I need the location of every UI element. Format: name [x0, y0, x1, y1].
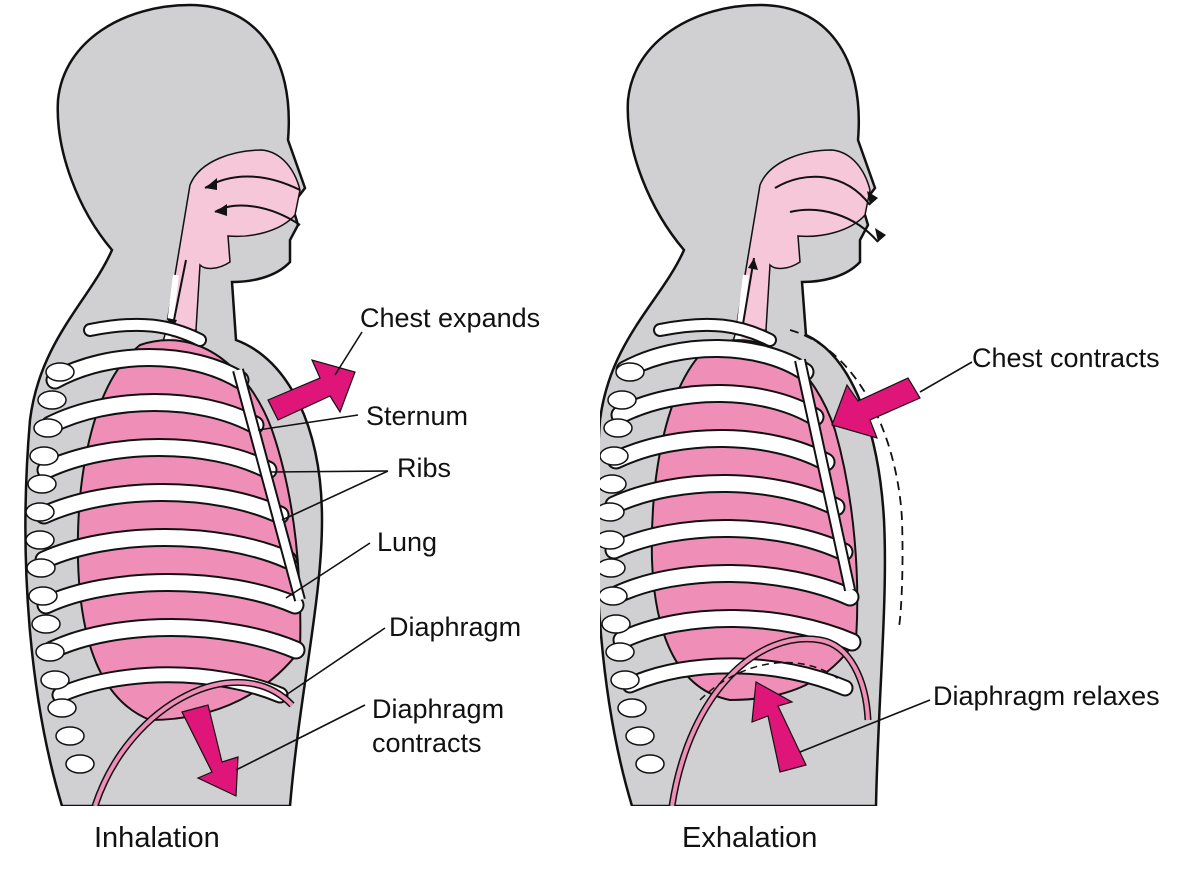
chest-expands-arrow — [267, 359, 356, 421]
rib — [608, 566, 858, 605]
label-chest-contracts: Chest contracts — [972, 343, 1160, 373]
nasal-cavity — [734, 149, 871, 336]
airflow-arrowhead-up — [748, 258, 758, 270]
leader-ribs-lower — [281, 470, 389, 521]
clavicle-fill — [655, 319, 775, 345]
rib — [606, 476, 844, 515]
airflow-arrow-upper — [774, 175, 871, 206]
rib — [36, 485, 288, 523]
rib — [617, 341, 813, 380]
rib — [614, 611, 860, 650]
leader-lung — [285, 542, 371, 599]
nasal-cavity — [164, 149, 301, 336]
ribs — [34, 348, 306, 704]
leader-diaphragm-relaxes — [799, 699, 931, 753]
spine — [25, 362, 95, 774]
caption-exhalation: Exhalation — [682, 822, 817, 854]
label-diaphragm-contracts-line1: Diaphragm — [372, 694, 504, 724]
airflow-arrowhead-upper — [867, 191, 878, 205]
diaphragm-fill — [670, 636, 870, 806]
airflow-arrow-lower — [789, 208, 879, 243]
diaphragm-relaxes-arrow — [751, 681, 807, 773]
spine — [600, 362, 665, 774]
diaphragm-previous-position — [699, 661, 841, 701]
sternum-fill — [796, 359, 854, 591]
label-ribs: Ribs — [397, 453, 451, 483]
leader-chest — [919, 361, 973, 393]
rib — [36, 530, 296, 568]
label-diaphragm: Diaphragm — [389, 612, 521, 642]
diaphragm-contracts-arrow — [181, 704, 239, 797]
caption-inhalation: Inhalation — [94, 822, 220, 854]
leader-diaphragm-contracts — [235, 704, 366, 771]
rib — [38, 575, 303, 613]
leader-diaphragm — [285, 627, 386, 696]
leader-chest — [334, 331, 363, 376]
rib — [608, 431, 834, 470]
label-chest-expands: Chest expands — [360, 303, 540, 333]
label-sternum: Sternum — [366, 401, 468, 431]
exhalation-panel — [600, 3, 973, 806]
label-lung: Lung — [377, 527, 437, 557]
clavicle-fill — [85, 319, 205, 345]
sternum-fill — [234, 368, 304, 602]
leader-ribs-upper — [269, 470, 389, 473]
leader-lines — [799, 361, 973, 753]
leader-sternum — [257, 414, 359, 431]
label-diaphragm-relaxes: Diaphragm relaxes — [933, 681, 1160, 711]
airflow-arrow-down — [171, 259, 187, 331]
diaphragm-fill — [93, 680, 294, 806]
rib — [38, 440, 276, 478]
rib — [42, 395, 263, 433]
chest-contracts-arrow — [831, 377, 921, 439]
rib — [606, 521, 852, 560]
rib — [44, 620, 304, 658]
airflow-arrowhead-upper — [205, 178, 217, 190]
leader-lines — [235, 331, 389, 771]
airflow-arrowhead-lower — [875, 228, 886, 242]
airflow-arrowhead-lower — [215, 204, 227, 216]
inhalation-panel: Chest expands Sternum Ribs Lung Diaphrag… — [24, 3, 540, 806]
ribs — [604, 339, 862, 697]
airflow-arrow-up — [741, 257, 755, 331]
chest-outline-expanded — [789, 329, 904, 631]
rib — [612, 386, 823, 425]
label-diaphragm-contracts-line2: contracts — [372, 728, 482, 758]
rib — [47, 350, 248, 388]
